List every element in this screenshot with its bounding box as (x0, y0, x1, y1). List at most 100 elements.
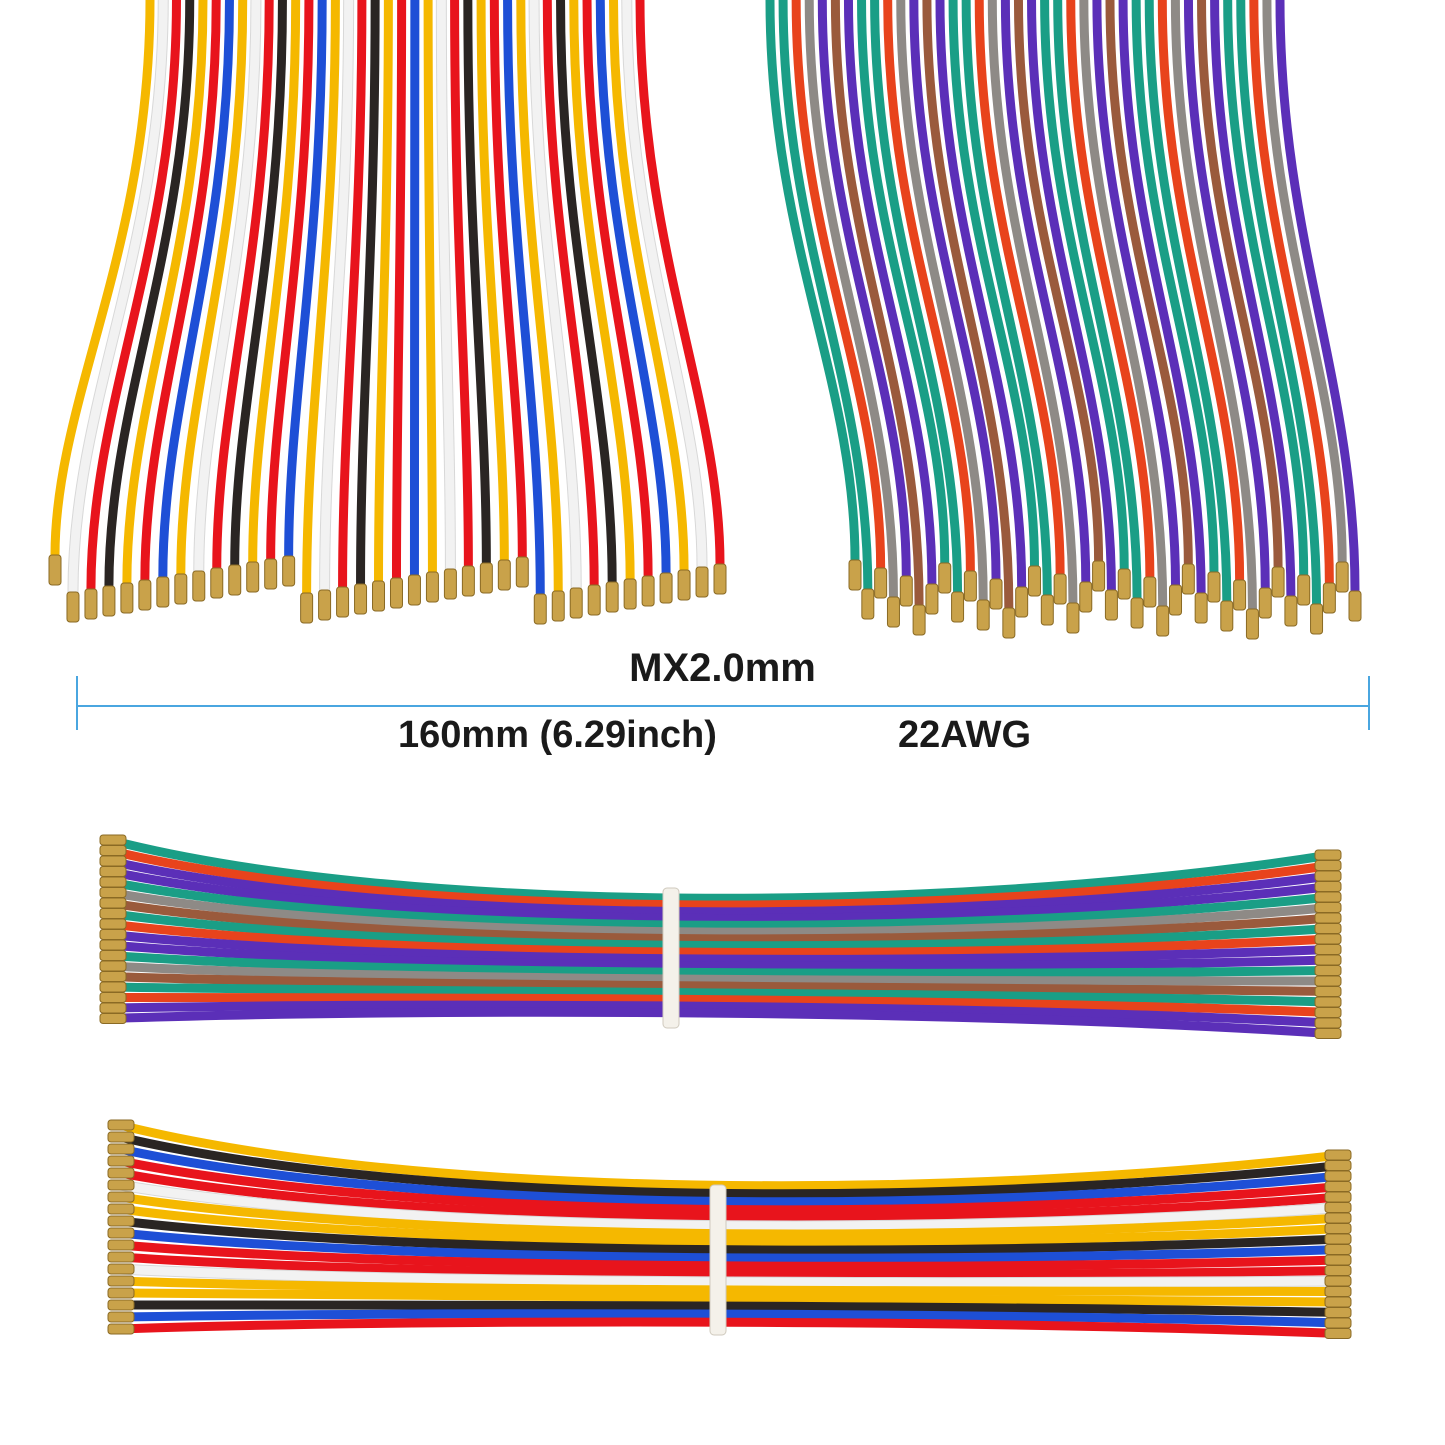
wire (542, 0, 599, 590)
terminal (874, 567, 888, 599)
terminal (1322, 582, 1336, 614)
cable-tie (662, 887, 680, 1029)
terminal (938, 562, 952, 594)
terminal (1245, 608, 1259, 640)
terminal (107, 1191, 135, 1203)
wire (105, 982, 1335, 1007)
terminal (107, 1203, 135, 1215)
terminal (99, 960, 127, 972)
terminal (107, 1215, 135, 1227)
terminal (99, 834, 127, 846)
wire (423, 0, 437, 577)
wire (115, 1216, 1345, 1255)
wire (302, 0, 340, 598)
wire (961, 0, 1052, 600)
wire (1275, 0, 1360, 596)
terminal (1324, 1307, 1352, 1318)
terminal (138, 579, 152, 611)
terminal (1324, 1317, 1352, 1329)
terminal (107, 1311, 135, 1323)
wire (248, 0, 301, 567)
wire (987, 0, 1078, 608)
wire (870, 0, 963, 597)
wire (356, 0, 380, 589)
terminal (1258, 587, 1272, 619)
terminal (210, 567, 224, 599)
terminal (515, 556, 529, 588)
wire (266, 0, 314, 564)
terminal (1324, 1286, 1352, 1297)
terminal (107, 1227, 135, 1239)
terminal (99, 908, 127, 919)
wire (843, 0, 937, 589)
wire (1262, 0, 1347, 567)
terminal (1271, 566, 1285, 598)
terminal (1284, 595, 1298, 627)
terminal (587, 584, 601, 616)
wire (778, 0, 873, 594)
dimension-tick-left (76, 676, 78, 730)
terminal (107, 1287, 135, 1299)
wire (635, 0, 725, 569)
terminal (99, 929, 127, 940)
wire (1249, 0, 1334, 588)
wire (1013, 0, 1104, 566)
terminal (107, 1167, 135, 1179)
terminal (695, 566, 709, 598)
terminal (951, 591, 965, 623)
wire (765, 0, 860, 565)
terminal (1324, 1170, 1352, 1182)
terminal (1169, 584, 1183, 616)
terminal (461, 565, 475, 597)
terminal (1053, 573, 1067, 605)
terminal (425, 571, 439, 603)
wire (105, 961, 1335, 986)
terminal (1324, 1254, 1352, 1266)
terminal (989, 578, 1003, 610)
wire (374, 0, 393, 586)
length-label: 160mm (6.29inch) (398, 714, 717, 756)
wire (476, 0, 509, 565)
terminal (318, 589, 332, 621)
terminal (107, 1179, 135, 1191)
terminal (84, 588, 98, 620)
wire (489, 0, 527, 562)
wire (1000, 0, 1091, 587)
wire (1131, 0, 1219, 577)
terminal (848, 559, 862, 591)
terminal (1324, 1212, 1352, 1224)
terminal (107, 1263, 135, 1275)
wire (569, 0, 635, 584)
wire (284, 0, 327, 561)
terminal (886, 596, 900, 628)
terminal (107, 1119, 135, 1131)
wire (1157, 0, 1245, 585)
connector-type-label: MX2.0mm (629, 646, 816, 690)
terminal (1314, 1017, 1342, 1029)
terminal (107, 1131, 135, 1143)
wire (105, 846, 1335, 910)
terminal (912, 604, 926, 636)
wire (516, 0, 563, 596)
terminal (497, 559, 511, 591)
wire (609, 0, 689, 575)
terminal (659, 572, 673, 604)
terminal (99, 845, 127, 856)
terminal (1314, 996, 1342, 1008)
terminal (1297, 574, 1311, 606)
wire (105, 1000, 1335, 1028)
terminal (1181, 563, 1195, 595)
wire (1223, 0, 1309, 580)
terminal (1324, 1328, 1352, 1339)
wire (830, 0, 924, 610)
wire (115, 1192, 1345, 1239)
terminal (192, 570, 206, 602)
terminal (1194, 592, 1208, 624)
terminal (99, 1002, 127, 1014)
wire (115, 1288, 1345, 1307)
wire (1197, 0, 1283, 572)
terminal (264, 558, 278, 590)
wire (1170, 0, 1257, 614)
terminal (102, 585, 116, 617)
terminal (1324, 1233, 1352, 1245)
